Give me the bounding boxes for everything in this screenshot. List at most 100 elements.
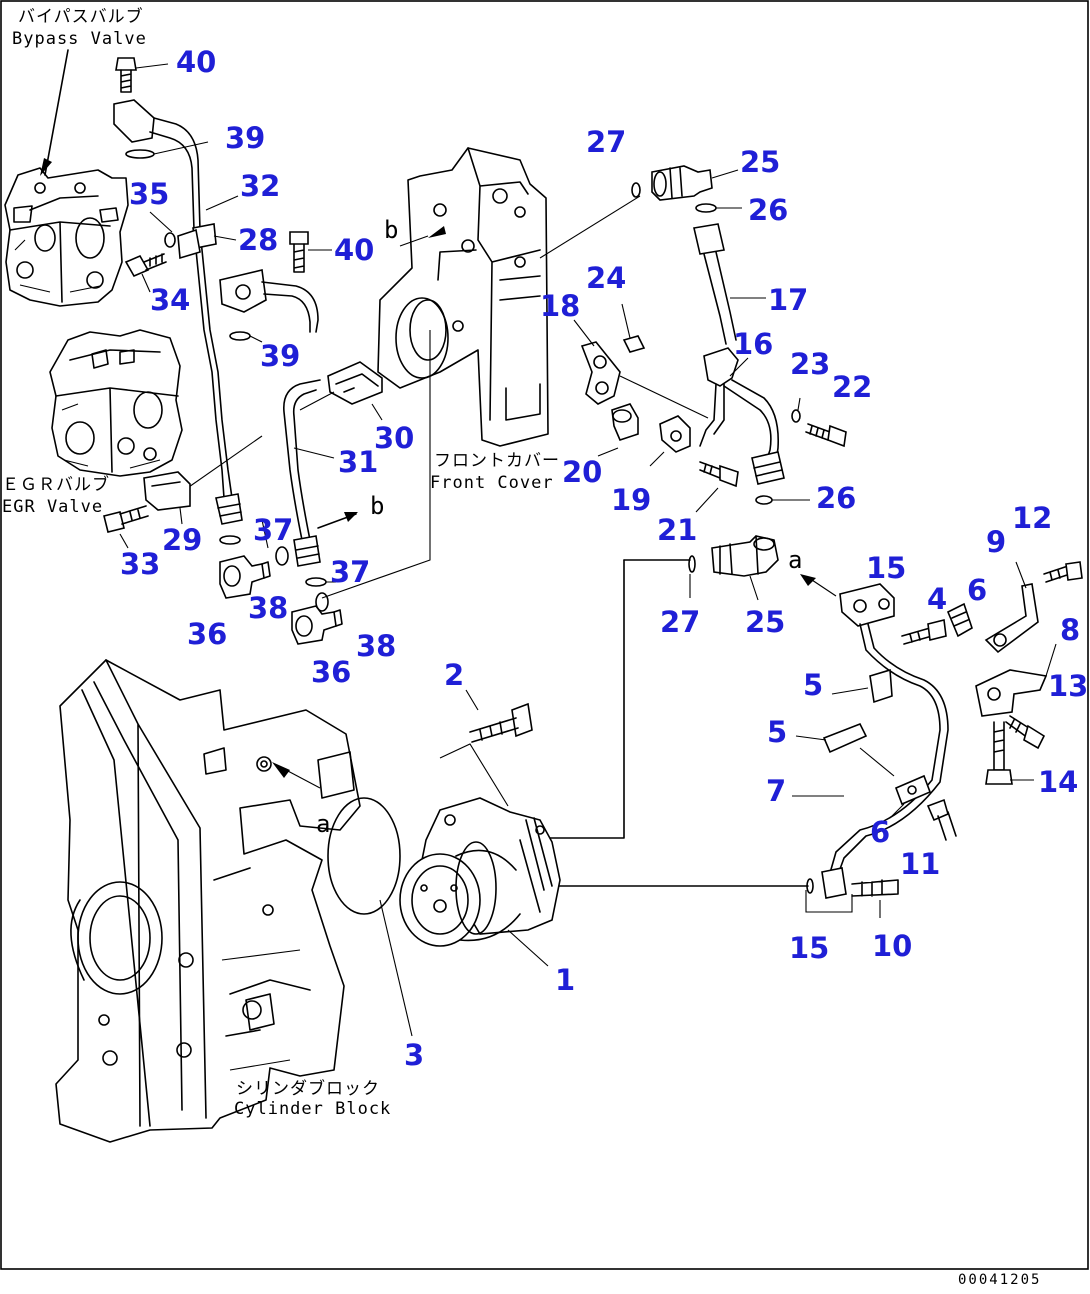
front-cover-caption-jp: フロントカバー bbox=[434, 451, 560, 471]
clamp-19 bbox=[649, 415, 691, 467]
gasket-37b bbox=[305, 577, 327, 587]
bolt-14 bbox=[985, 721, 1034, 785]
label-36-a: 36 bbox=[187, 617, 228, 651]
label-13: 13 bbox=[1048, 669, 1089, 703]
label-19: 19 bbox=[611, 483, 652, 517]
label-5-mid: 5 bbox=[767, 715, 788, 749]
arrow-a-right bbox=[800, 574, 816, 586]
pipe-17 bbox=[693, 223, 766, 345]
label-24: 24 bbox=[586, 261, 627, 295]
leader-3 bbox=[379, 899, 413, 1037]
line-pump-27 bbox=[547, 559, 625, 839]
label-9: 9 bbox=[986, 525, 1007, 559]
bolt-33 bbox=[103, 505, 149, 549]
egr-valve-caption-en: EGR Valve bbox=[2, 497, 104, 517]
label-39-mid: 39 bbox=[260, 339, 301, 373]
gasket-3 bbox=[327, 797, 401, 915]
bracket-pipe-28 bbox=[219, 269, 319, 343]
label-3: 3 bbox=[404, 1038, 425, 1072]
label-31: 31 bbox=[338, 445, 379, 479]
bolt-4 bbox=[901, 619, 947, 645]
drawing-code: 00041205 bbox=[958, 1272, 1042, 1288]
bolt-13 bbox=[1005, 715, 1046, 750]
label-8: 8 bbox=[1060, 613, 1081, 647]
ref-letter-b-top: b bbox=[384, 216, 399, 244]
label-22: 22 bbox=[832, 370, 873, 404]
clamp-29 bbox=[143, 471, 191, 525]
label-40-mid: 40 bbox=[334, 233, 375, 267]
egr-pipe-31 bbox=[283, 379, 358, 567]
label-14: 14 bbox=[1038, 765, 1079, 799]
bolt-10 bbox=[851, 879, 899, 918]
label-34: 34 bbox=[150, 283, 191, 317]
label-26-top: 26 bbox=[748, 193, 789, 227]
gasket-38b bbox=[315, 592, 329, 612]
label-25-mid: 25 bbox=[745, 605, 786, 639]
label-33: 33 bbox=[120, 547, 161, 581]
label-12: 12 bbox=[1012, 501, 1053, 535]
bracket-9 bbox=[984, 561, 1039, 654]
label-38-b: 38 bbox=[356, 629, 397, 663]
bypass-valve bbox=[4, 167, 129, 307]
bracket-8 bbox=[975, 643, 1057, 717]
label-27-top: 27 bbox=[586, 125, 627, 159]
ref-letter-a-right: a bbox=[788, 546, 803, 574]
ring-27b bbox=[688, 555, 696, 573]
label-37-b: 37 bbox=[330, 555, 371, 589]
label-1: 1 bbox=[555, 963, 576, 997]
label-27-mid: 27 bbox=[660, 605, 701, 639]
egr-pipe-32 bbox=[192, 195, 243, 545]
label-6-top: 6 bbox=[967, 573, 988, 607]
label-16: 16 bbox=[733, 327, 774, 361]
label-25-top: 25 bbox=[740, 145, 781, 179]
label-4: 4 bbox=[927, 582, 948, 616]
label-23: 23 bbox=[790, 347, 831, 381]
label-18: 18 bbox=[540, 289, 581, 323]
elbow-36a bbox=[219, 555, 271, 599]
label-38-a: 38 bbox=[248, 591, 289, 625]
label-40-top: 40 bbox=[176, 45, 217, 79]
cylinder-block-caption-jp: シリンダブロック bbox=[236, 1079, 380, 1099]
egr-valve bbox=[49, 329, 183, 477]
label-17: 17 bbox=[768, 283, 809, 317]
label-29: 29 bbox=[162, 523, 203, 557]
label-26-mid: 26 bbox=[816, 481, 857, 515]
clip-6a bbox=[946, 602, 973, 638]
ring-26a bbox=[695, 203, 717, 213]
label-28: 28 bbox=[238, 223, 279, 257]
ring-27a bbox=[631, 182, 641, 198]
cylinder-block bbox=[55, 659, 361, 1143]
clip-6b bbox=[889, 774, 932, 819]
clamp-5a bbox=[831, 668, 893, 704]
label-39-top: 39 bbox=[225, 121, 266, 155]
ref-letter-a-block: a bbox=[316, 810, 331, 838]
label-30: 30 bbox=[374, 421, 415, 455]
label-15-top: 15 bbox=[866, 551, 907, 585]
cylinder-block-caption-en: Cylinder Block bbox=[234, 1099, 392, 1119]
water-pump-1 bbox=[399, 797, 561, 967]
label-36-b: 36 bbox=[311, 655, 352, 689]
label-5-top: 5 bbox=[803, 668, 824, 702]
clamp-5b bbox=[795, 722, 895, 777]
ref-letter-b-arrow: b bbox=[370, 492, 385, 520]
bolt-21 bbox=[695, 461, 739, 513]
elbow-25a bbox=[651, 165, 739, 201]
gasket-38a bbox=[275, 546, 289, 566]
leader-27a bbox=[539, 195, 641, 259]
pipe-16 bbox=[619, 347, 785, 485]
label-15-bottom: 15 bbox=[789, 931, 830, 965]
label-21: 21 bbox=[657, 513, 698, 547]
leader-38 bbox=[321, 330, 431, 599]
bracket-18 bbox=[573, 319, 621, 405]
bypass-valve-caption-jp: バイパスバルブ bbox=[18, 7, 144, 27]
bolt-40-top bbox=[115, 57, 169, 93]
label-6-bottom: 6 bbox=[870, 815, 891, 849]
bolt-22 bbox=[805, 423, 847, 448]
washer-23 bbox=[791, 409, 801, 423]
bolt-34 bbox=[124, 253, 167, 293]
label-35: 35 bbox=[129, 177, 170, 211]
bolt-11 bbox=[926, 798, 957, 841]
label-2: 2 bbox=[444, 658, 465, 692]
